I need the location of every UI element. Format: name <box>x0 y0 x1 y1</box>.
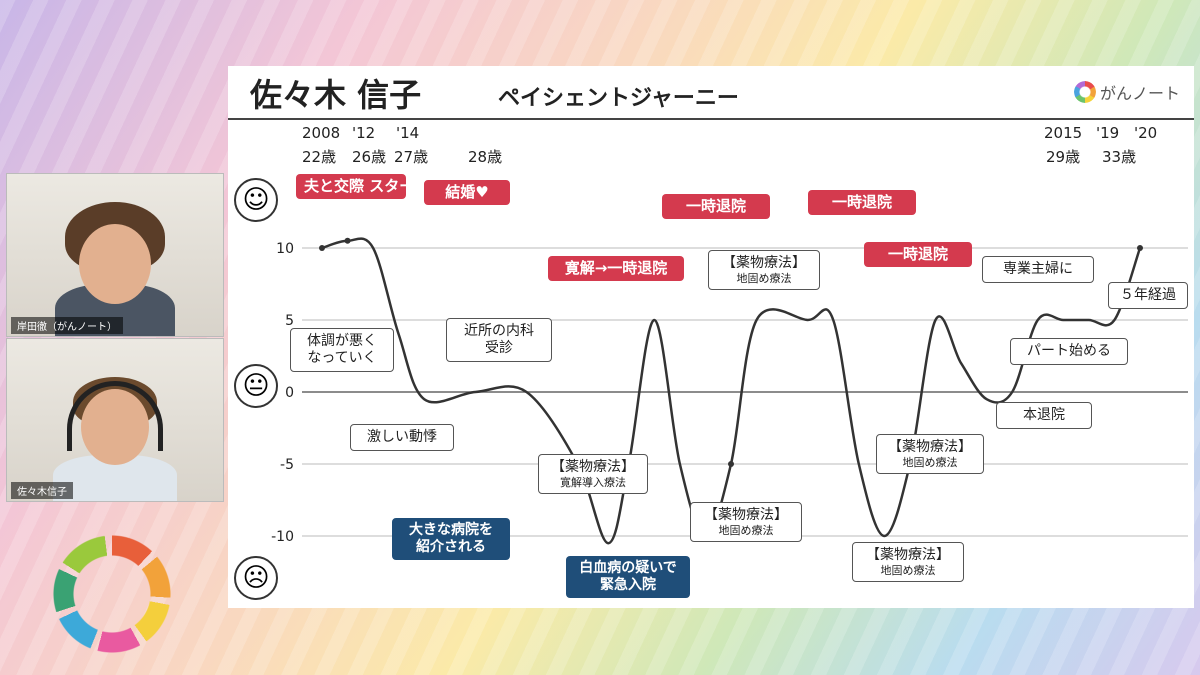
y-tick-label: 5 <box>285 313 294 329</box>
data-point <box>1137 245 1143 251</box>
annotation-red: 寛解→一時退院 <box>548 256 684 281</box>
flower-icon <box>1073 81 1096 103</box>
brand-name: がんノート <box>1099 84 1180 103</box>
annotation-gray: 近所の内科 受診 <box>446 318 552 362</box>
annotation-gray: 体調が悪く なっていく <box>290 328 394 372</box>
annotation-gray: 【薬物療法】地固め療法 <box>876 434 984 474</box>
headphones-icon <box>67 381 163 451</box>
annotation-red: 一時退院 <box>808 190 916 215</box>
therapy-detail: 地固め療法 <box>718 524 774 537</box>
data-point <box>344 237 351 244</box>
therapy-label: 【薬物療法】 <box>866 547 950 563</box>
age-label: 27歳 <box>394 148 429 166</box>
ganote-logo <box>52 534 172 654</box>
annotation-gray: 専業主婦に <box>982 256 1094 283</box>
sad-face-icon: ☹ <box>234 556 278 600</box>
video-tile-host[interactable]: 岸田徹（がんノート） <box>6 173 224 337</box>
annotation-blue: 白血病の疑いで 緊急入院 <box>566 556 690 598</box>
y-tick-label: 0 <box>285 385 294 401</box>
annotation-gray: 【薬物療法】地固め療法 <box>852 542 964 582</box>
annotation-gray: 本退院 <box>996 402 1092 429</box>
annotation-red: 夫と交際 スタート <box>296 174 429 199</box>
y-tick-label: -5 <box>280 457 294 473</box>
annotation-gray: ５年経過 <box>1108 282 1188 309</box>
annotation-blue: 大きな病院を 紹介される <box>392 518 510 560</box>
therapy-label: 【薬物療法】 <box>722 255 806 271</box>
age-label: 33歳 <box>1102 148 1137 166</box>
journey-line <box>321 237 1142 545</box>
annotation-gray: 【薬物療法】寛解導入療法 <box>538 454 648 494</box>
age-label: 29歳 <box>1046 148 1081 166</box>
therapy-detail: 地固め療法 <box>736 272 792 285</box>
y-tick-label: -10 <box>271 529 294 545</box>
annotation-red: 結婚♥ <box>424 180 510 205</box>
participant-name: 岸田徹（がんノート） <box>11 317 123 334</box>
year-label: 2015 <box>1044 124 1083 142</box>
age-label: 28歳 <box>468 148 503 166</box>
year-label: '20 <box>1134 124 1158 142</box>
slide-title: 佐々木 信子 <box>250 76 422 114</box>
data-point <box>319 245 325 251</box>
neutral-face-icon: 😐 <box>234 364 278 408</box>
year-label: '19 <box>1096 124 1120 142</box>
therapy-detail: 地固め療法 <box>902 456 958 469</box>
y-tick-label: 10 <box>276 241 294 257</box>
annotation-gray: 【薬物療法】地固め療法 <box>708 250 820 290</box>
year-label: '12 <box>352 124 376 142</box>
year-label: 2008 <box>302 124 341 142</box>
annotation-red: 一時退院 <box>864 242 972 267</box>
therapy-label: 【薬物療法】 <box>704 507 788 523</box>
data-point <box>728 461 734 467</box>
slide-header: 佐々木 信子 ペイシェントジャーニー がんノート <box>228 66 1194 120</box>
slide: 佐々木 信子 ペイシェントジャーニー がんノート 2008 22歳 '12 26… <box>228 66 1194 608</box>
age-label: 22歳 <box>302 148 337 166</box>
therapy-label: 【薬物療法】 <box>888 439 972 455</box>
therapy-detail: 地固め療法 <box>880 564 936 577</box>
year-label: '14 <box>396 124 420 142</box>
annotation-red: 一時退院 <box>662 194 770 219</box>
annotation-gray: 激しい動悸 <box>350 424 454 451</box>
annotation-gray: パート始める <box>1010 338 1128 365</box>
person-face <box>79 224 151 304</box>
slide-subtitle: ペイシェントジャーニー <box>498 86 739 111</box>
age-label: 26歳 <box>352 148 387 166</box>
brand: がんノート <box>1073 80 1180 104</box>
annotation-gray: 【薬物療法】地固め療法 <box>690 502 802 542</box>
video-tile-guest[interactable]: 佐々木信子 <box>6 338 224 502</box>
journey-chart: 10 5 0 -5 -10 <box>271 237 1188 545</box>
participant-name: 佐々木信子 <box>11 482 73 499</box>
happy-face-icon: ☺ <box>234 178 278 222</box>
therapy-detail: 寛解導入療法 <box>560 476 626 489</box>
therapy-label: 【薬物療法】 <box>551 459 635 475</box>
